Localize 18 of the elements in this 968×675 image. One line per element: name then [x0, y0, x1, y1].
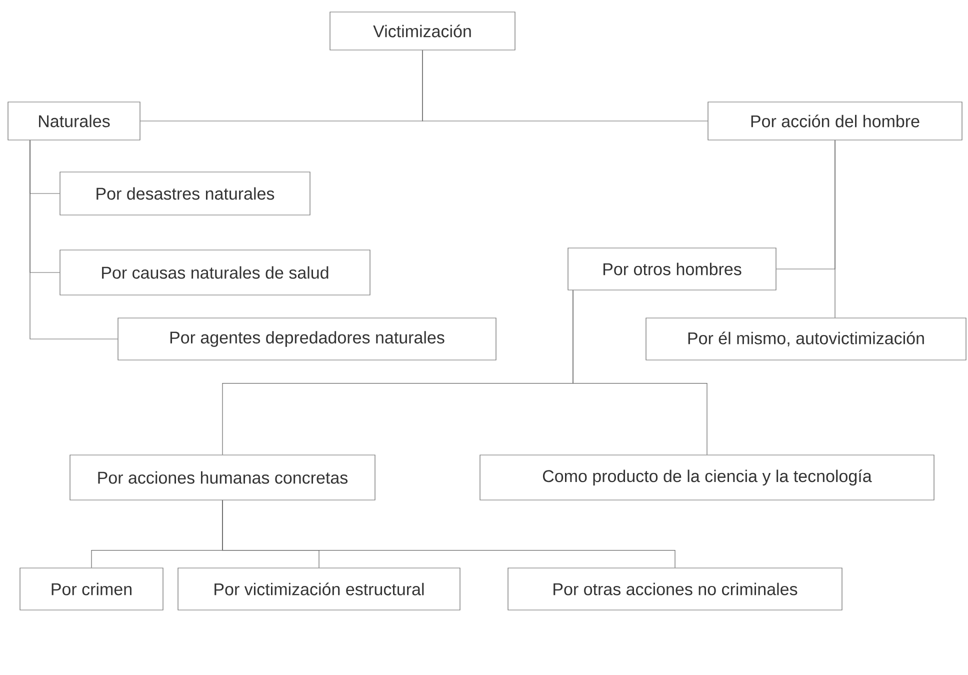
connector-line — [30, 140, 118, 340]
category-box: Por desastres naturales — [60, 172, 310, 216]
category-box: Por él mismo, autovictimización — [646, 318, 966, 360]
category-box: Por acción del hombre — [708, 102, 962, 140]
category-box: Como producto de la ciencia y la tecnología — [480, 454, 934, 500]
category-box: Por crimen — [20, 568, 164, 610]
category-box: Por agentes depredadores naturales — [118, 318, 496, 360]
category-box: Por causas naturales de salud — [60, 250, 370, 296]
category-box: Por victimización estructural — [178, 568, 460, 610]
connector-line — [572, 290, 708, 455]
category-box: Por otras acciones no criminales — [508, 568, 842, 610]
connector-line — [834, 140, 836, 318]
connector-line — [422, 50, 708, 122]
category-box: Victimización — [330, 12, 516, 50]
category-box: Por otros hombres — [568, 248, 776, 290]
category-box: Naturales — [8, 102, 140, 140]
category-box: Por acciones humanas concretas — [70, 454, 376, 500]
connector-line — [222, 500, 676, 568]
